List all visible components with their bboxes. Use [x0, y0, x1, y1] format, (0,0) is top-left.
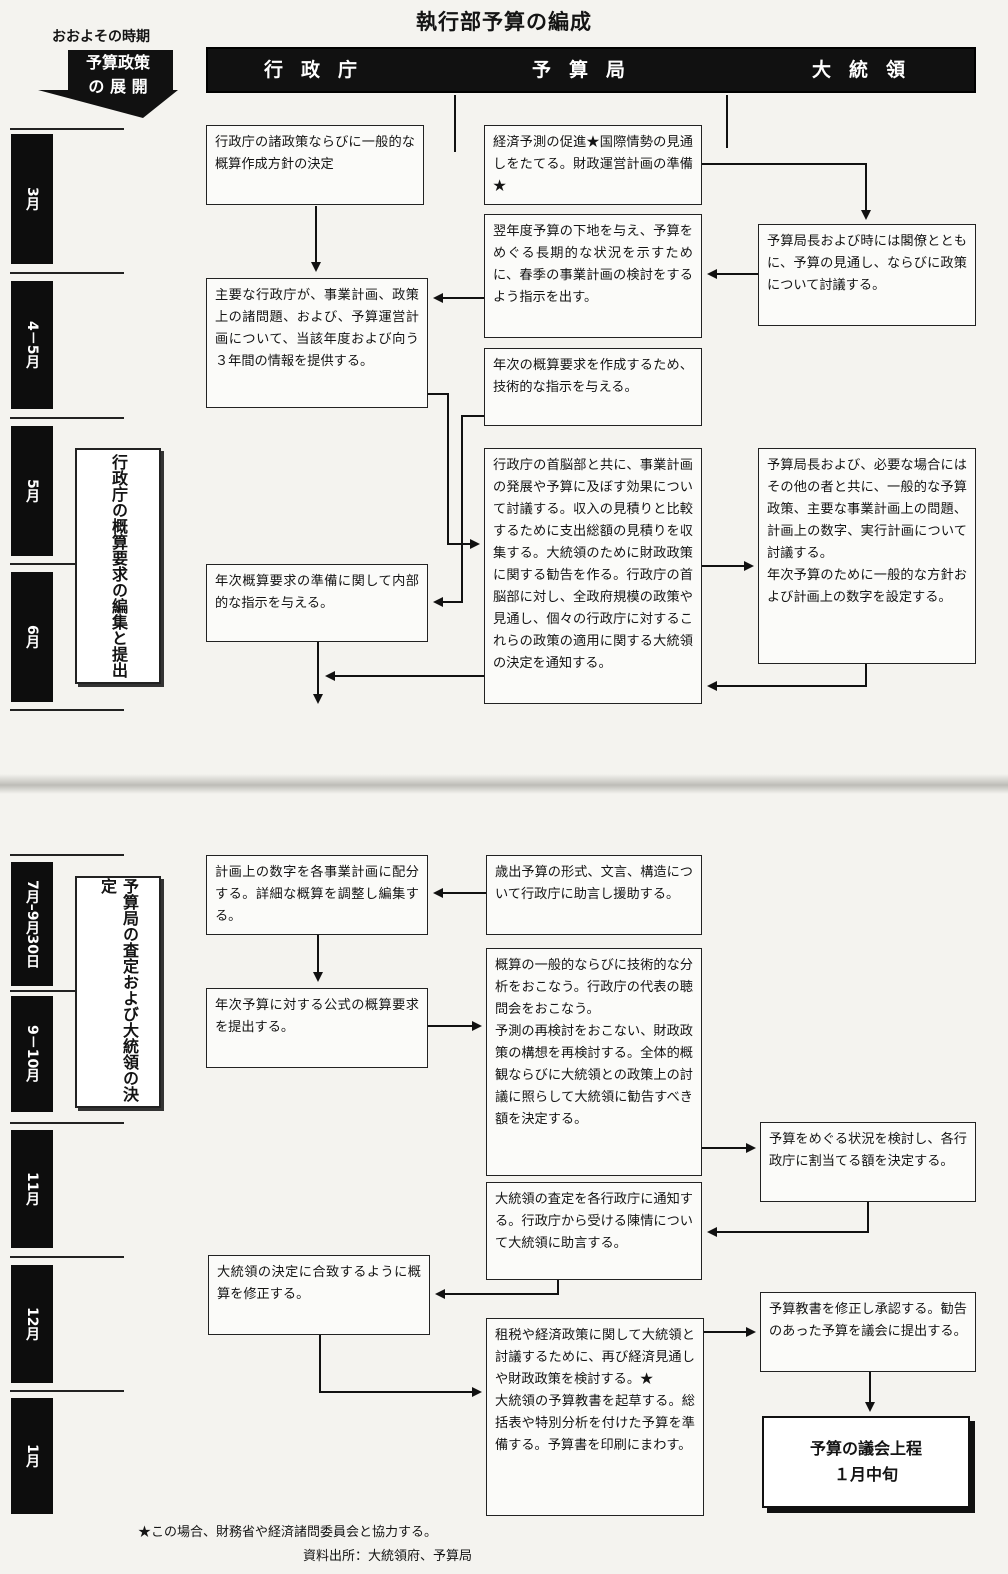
period-label: おおよその時期	[52, 29, 150, 45]
step-allocate-figures: 計画上の数字を各事業計画に配分する。詳細な概算を調整し編集する。	[206, 855, 428, 935]
policy-arrow-icon	[38, 50, 178, 118]
month-june: 6月	[11, 572, 53, 702]
month-divider	[10, 854, 124, 856]
page-fold	[0, 774, 1008, 794]
step-submit-request: 年次予算に対する公式の概算要求を提出する。	[206, 988, 428, 1068]
source-note: 資料出所：大統領府、予算局	[303, 1549, 473, 1564]
phase-bureau-review: 予算局の査定および大統領の決定	[75, 876, 161, 1108]
month-apr-may: 4－5月	[11, 281, 53, 409]
step-general-policy: 予算局長および、必要な場合にはその他の者と共に、一般的な予算政策、主要な事業計画…	[758, 448, 976, 664]
step-notify-decision: 大統領の査定を各行政庁に通知する。行政庁から受ける陳情について大統領に助言する。	[486, 1182, 702, 1280]
step-review-allocation: 予算をめぐる状況を検討し、各行政庁に割当てる額を決定する。	[760, 1122, 976, 1202]
step-submit-to-congress: 予算の議会上程 １月中旬	[762, 1416, 970, 1508]
month-march: 3月	[11, 134, 53, 264]
month-divider	[10, 709, 124, 711]
step-agency-policy: 行政庁の諸政策ならびに一般的な概算作成方針の決定	[206, 125, 424, 205]
step-internal-instructions: 年次概算要求の準備に関して内部的な指示を与える。	[206, 564, 428, 642]
month-january: 1月	[11, 1398, 53, 1514]
policy-development-label: 予算政策 の 展 開	[85, 53, 150, 96]
month-divider	[10, 563, 124, 565]
step-agency-heads-discussion: 行政庁の首脳部と共に、事業計画の発展や予算に及ぼす効果について討議する。収入の見…	[484, 448, 702, 704]
column-header-budget-bureau: 予算局	[532, 59, 644, 81]
month-sep-oct: 9－10月	[11, 996, 53, 1112]
month-jul-sep30: 7月–9月30日	[11, 862, 53, 986]
month-divider	[10, 1122, 124, 1124]
step-spring-review: 翌年度予算の下地を与え、予算をめぐる長期的な状況を示すために、春季の事業計画の検…	[484, 214, 702, 338]
step-approve-message: 予算教書を修正し承認する。勧告のあった予算を議会に提出する。	[760, 1292, 976, 1372]
month-divider	[10, 272, 124, 274]
column-header-president: 大統領	[812, 59, 924, 81]
step-advise-form: 歳出予算の形式、文言、構造について行政庁に助言し援助する。	[486, 855, 702, 935]
month-divider	[10, 990, 124, 992]
month-divider	[10, 1256, 124, 1258]
phase-agency-submission: 行政庁の概算要求の編集と提出	[75, 448, 161, 684]
month-divider	[10, 1390, 124, 1392]
step-draft-message: 租税や経済政策に関して大統領と討議するために、再び経済見通しや財政政策を検討する…	[486, 1318, 704, 1516]
step-agency-info: 主要な行政庁が、事業計画、政策上の諸問題、および、予算運営計画について、当該年度…	[206, 278, 428, 408]
month-december: 12月	[11, 1265, 53, 1383]
step-revise-estimates: 大統領の決定に合致するように概算を修正する。	[208, 1255, 430, 1335]
step-economic-forecast: 経済予測の促進★国際情勢の見通しをたてる。財政運営計画の準備★	[484, 125, 702, 205]
column-header-agency: 行政庁	[264, 59, 376, 81]
footnote: ★この場合、財務省や経済諸問委員会と協力する。	[138, 1525, 438, 1540]
month-may: 5月	[11, 426, 53, 556]
month-november: 11月	[11, 1130, 53, 1248]
month-divider	[10, 417, 124, 419]
step-director-discussion: 予算局長および時には閣僚とともに、予算の見通し、ならびに政策について討議する。	[758, 224, 976, 326]
step-technical-instructions: 年次の概算要求を作成するため、技術的な指示を与える。	[484, 348, 702, 426]
month-divider	[10, 128, 124, 130]
diagram-title: 執行部予算の編成	[416, 10, 592, 34]
column-header-bar	[206, 47, 976, 93]
step-analysis-hearings: 概算の一般的ならびに技術的な分析をおこなう。行政庁の代表の聴問会をおこなう。 予…	[486, 948, 702, 1176]
